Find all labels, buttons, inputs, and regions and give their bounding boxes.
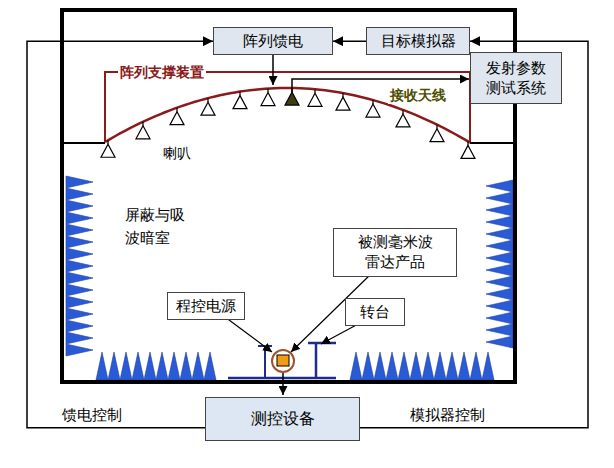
absorber-wedge <box>66 248 93 260</box>
device-box: 发射参数 测试系统 <box>470 52 562 104</box>
support-frame <box>105 72 470 142</box>
horn-antenna <box>136 126 150 139</box>
absorber-wedge <box>486 216 513 228</box>
absorber-wedge <box>66 296 93 308</box>
horn-antenna <box>201 102 215 115</box>
absorber-wedge <box>486 228 513 240</box>
horn-antenna <box>430 129 444 142</box>
horn-antenna <box>461 145 475 158</box>
absorber-wedge <box>486 264 513 276</box>
absorber-wedge <box>66 320 93 332</box>
horn-antenna <box>366 104 380 117</box>
absorber-wedge <box>66 200 93 212</box>
absorber-wedge <box>66 272 93 284</box>
box-text: 被测毫米波 雷达产品 <box>342 232 448 273</box>
horn-antenna <box>396 114 410 127</box>
absorber-wedge <box>66 176 93 188</box>
horn-antenna <box>233 96 247 109</box>
device-box: 测控设备 <box>205 397 360 441</box>
partition-line <box>62 142 105 144</box>
absorber-wedge <box>486 252 513 264</box>
control-connector <box>27 41 213 428</box>
horn-antenna <box>308 93 322 106</box>
absorber-wedge <box>156 352 168 380</box>
absorber-wedge <box>180 352 192 380</box>
control-connector <box>333 40 366 42</box>
absorber-wedge <box>120 352 132 380</box>
absorber-wedge <box>66 284 93 296</box>
absorber-wedge <box>458 352 470 380</box>
data-arrow <box>282 373 284 395</box>
absorber-wedge <box>386 352 398 380</box>
absorber-wedge <box>108 352 120 380</box>
absorber-wedge <box>144 352 156 380</box>
absorber-wedge <box>66 236 93 248</box>
absorber-wedge <box>486 324 513 336</box>
structure-label: 阵列支撑装置 <box>118 63 206 81</box>
absorber-wedge <box>132 352 144 380</box>
connector-label: 模拟器控制 <box>410 405 485 425</box>
absorber-wedge <box>66 260 93 272</box>
horn-antenna <box>170 112 184 125</box>
absorber-wedge <box>486 288 513 300</box>
leader-line <box>225 317 272 352</box>
box-text: 阵列馈电 <box>243 31 303 51</box>
box-text: 发射参数 测试系统 <box>479 58 553 99</box>
absorber-wedge <box>204 352 216 380</box>
absorber-wedge <box>410 352 422 380</box>
horn-label: 喇叭 <box>163 144 191 162</box>
feed-arrow <box>272 55 274 85</box>
device-box: 程控电源 <box>167 292 245 320</box>
absorber-wedge <box>168 352 180 380</box>
chamber-wall <box>62 10 515 382</box>
absorber-wedge <box>486 240 513 252</box>
connector-label: 馈电控制 <box>62 405 122 425</box>
absorber-wedge <box>362 352 374 380</box>
box-text: 转台 <box>360 302 390 322</box>
chamber-label: 屏蔽与吸 波暗室 <box>125 204 193 249</box>
device-box: 阵列馈电 <box>213 27 333 55</box>
absorber-wedge <box>66 344 93 356</box>
absorber-wedge <box>96 352 108 380</box>
absorber-wedge <box>66 332 93 344</box>
antenna-label: 接收天线 <box>388 86 448 104</box>
absorber-wedge <box>66 212 93 224</box>
turntable <box>228 343 336 378</box>
absorber-wedge <box>422 352 434 380</box>
box-text: 目标模拟器 <box>381 31 456 51</box>
absorber-wedge <box>486 300 513 312</box>
absorber-wedge <box>66 188 93 200</box>
horn-antenna <box>336 97 350 110</box>
receive-antenna <box>285 92 299 105</box>
horn-antenna <box>101 144 115 157</box>
absorber-wedge <box>446 352 458 380</box>
absorber-wedge <box>470 352 482 380</box>
absorber-wedge <box>482 352 494 380</box>
absorber-wedges <box>66 176 513 380</box>
device-box: 转台 <box>345 298 405 326</box>
absorber-wedge <box>398 352 410 380</box>
absorber-wedge <box>486 336 513 348</box>
device-box: 被测毫米波 雷达产品 <box>333 228 457 277</box>
absorber-wedge <box>350 352 362 380</box>
absorber-wedge <box>374 352 386 380</box>
box-text: 测控设备 <box>251 408 315 430</box>
partition-line <box>470 142 515 144</box>
absorber-wedge <box>486 204 513 216</box>
device-box: 目标模拟器 <box>366 27 470 55</box>
absorber-wedge <box>434 352 446 380</box>
absorber-wedge <box>66 308 93 320</box>
absorber-wedge <box>66 224 93 236</box>
absorber-wedge <box>486 180 513 192</box>
horn-antenna <box>261 93 275 106</box>
absorber-wedge <box>192 352 204 380</box>
absorber-wedge <box>486 276 513 288</box>
absorber-wedge <box>486 192 513 204</box>
box-text: 程控电源 <box>176 296 236 316</box>
absorber-wedge <box>486 312 513 324</box>
